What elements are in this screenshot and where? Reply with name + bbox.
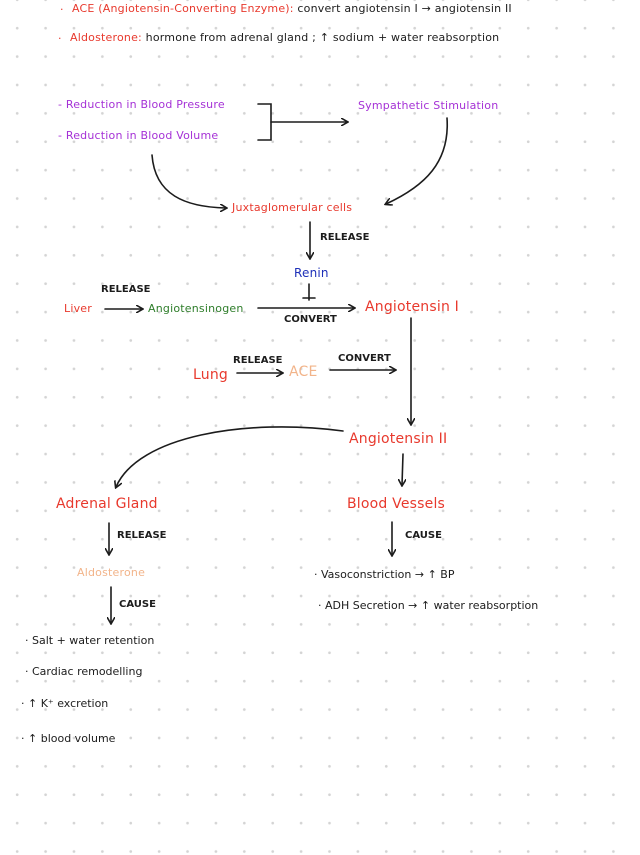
lung: Lung [193, 367, 228, 383]
arrow-ang2-to-adrenal [116, 426, 344, 487]
label-convert-ace: CONVERT [338, 353, 391, 364]
label-release-liver: RELEASE [101, 284, 151, 295]
angiotensinogen: Angiotensinogen [148, 302, 244, 315]
aldosterone: Aldosterone [77, 566, 146, 579]
trigger-bracket [257, 103, 272, 141]
label-release-lung: RELEASE [233, 355, 283, 366]
ace-desc: convert angiotensin I → angiotensin II [297, 2, 512, 15]
liver: Liver [64, 302, 92, 315]
arrow-ang2-to-vessels [402, 453, 403, 485]
aldosterone-definition: Aldosterone: hormone from adrenal gland … [70, 32, 499, 43]
list-item: · Vasoconstriction → ↑ BP [314, 568, 455, 581]
ace-definition: ACE (Angiotensin-Converting Enzyme): con… [72, 3, 512, 14]
adrenal-gland: Adrenal Gland [56, 496, 158, 512]
ace: ACE [289, 364, 318, 380]
renin: Renin [294, 266, 329, 280]
label-cause-aldo: CAUSE [119, 599, 156, 610]
trigger-blood-volume: - Reduction in Blood Volume [58, 129, 219, 142]
bullet-dot: · [58, 32, 62, 45]
list-item: · ↑ K⁺ excretion [21, 697, 109, 710]
list-item: · Cardiac remodelling [25, 665, 143, 678]
bullet-dot: · [60, 3, 64, 16]
label-release-jg: RELEASE [320, 232, 370, 243]
arrow-volume-to-jg [151, 154, 226, 208]
aldo-desc: hormone from adrenal gland ; ↑ sodium + … [145, 31, 500, 44]
trigger-blood-pressure: - Reduction in Blood Pressure [58, 98, 225, 111]
label-convert-ang1: CONVERT [284, 314, 337, 325]
juxtaglomerular-cells: Juxtaglomerular cells [232, 201, 353, 214]
aldo-term: Aldosterone: [70, 31, 142, 44]
ace-term: ACE (Angiotensin-Converting Enzyme): [72, 2, 294, 15]
sympathetic-stimulation: Sympathetic Stimulation [358, 99, 499, 112]
list-item: · Salt + water retention [25, 634, 155, 647]
list-item: · ↑ blood volume [21, 732, 116, 745]
label-cause-vessels: CAUSE [405, 530, 442, 541]
label-release-adrenal: RELEASE [117, 530, 167, 541]
blood-vessels: Blood Vessels [347, 496, 446, 512]
arrow-sympathetic-to-jg [386, 117, 448, 204]
list-item: · ADH Secretion → ↑ water reabsorption [318, 599, 539, 612]
angiotensin-2: Angiotensin II [349, 431, 448, 447]
angiotensin-1: Angiotensin I [365, 299, 460, 315]
